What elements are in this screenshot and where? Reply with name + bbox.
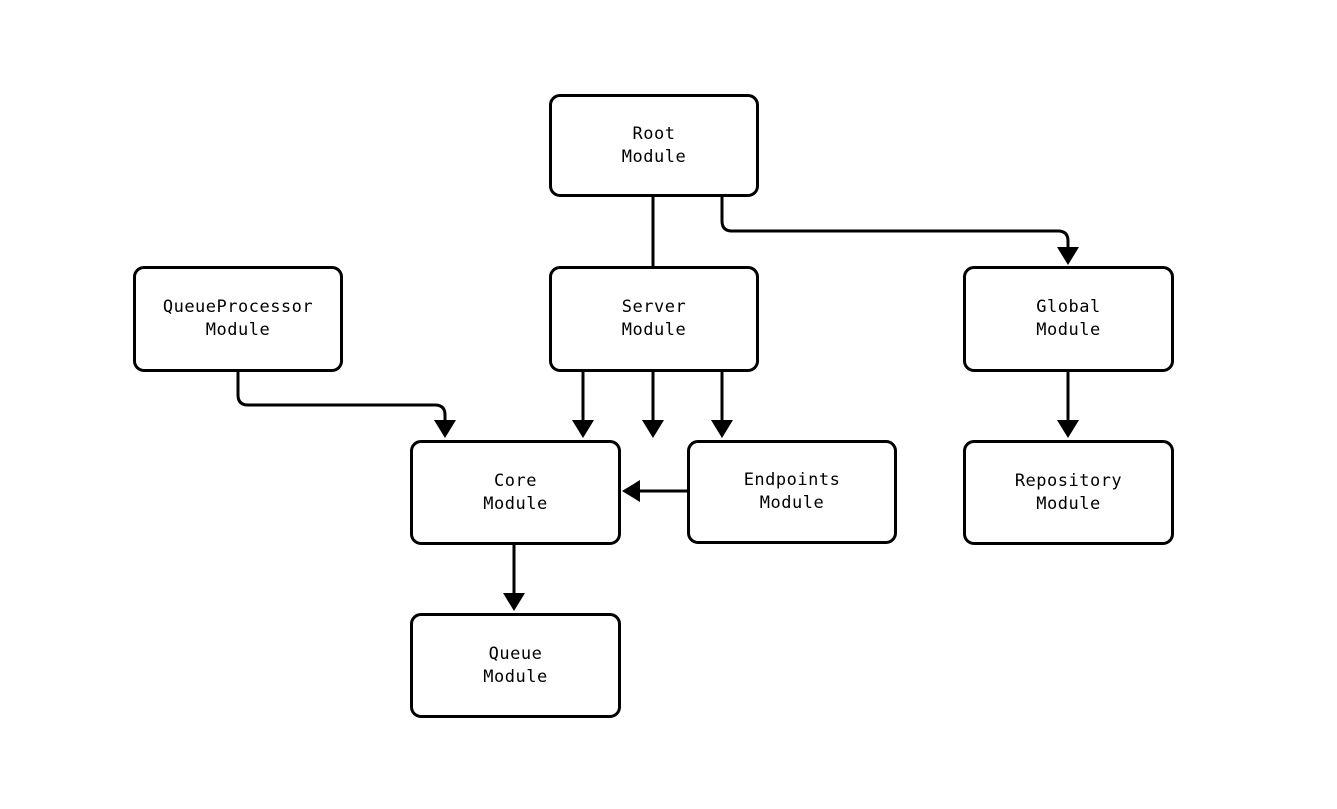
arrow-head-queueprocessor-to-core [434,420,456,438]
arrow-head-core-to-queue [503,593,525,611]
arrow-head-root-to-global [1057,247,1079,265]
node-label-line2: Module [1036,493,1101,514]
edges-group [236,197,1079,611]
arrow-head-global-to-repository [1057,420,1079,438]
node-label-line2: Module [205,320,271,340]
node-label-line2: Module [621,320,687,340]
edge-queueprocessor-to-core [236,372,447,430]
node-label-line1: Global [1036,297,1101,317]
node-label-line2: Module [759,493,825,513]
node-label-line2: Module [1036,320,1101,340]
node-label-line2: Module [483,493,548,514]
node-label-line1: Core [494,470,537,491]
node-label-line2: Module [621,146,687,167]
node-label-line1: Root [632,123,676,144]
arrow-head-endpoints-to-core [622,480,640,502]
arrow-head-server-to-endpoints [711,420,733,438]
node-label-line1: Endpoints [743,470,841,490]
node-label-line1: QueueProcessor [162,297,314,317]
node-label-line1: Server [621,297,687,317]
edge-root-to-global [720,197,1070,257]
arrow-head-root-to-server [642,420,664,438]
arrow-head-server-to-core [572,420,594,438]
node-label-line2: Module [483,666,548,687]
node-label-line1: Queue [488,643,543,664]
node-label-line1: Repository [1014,470,1123,491]
